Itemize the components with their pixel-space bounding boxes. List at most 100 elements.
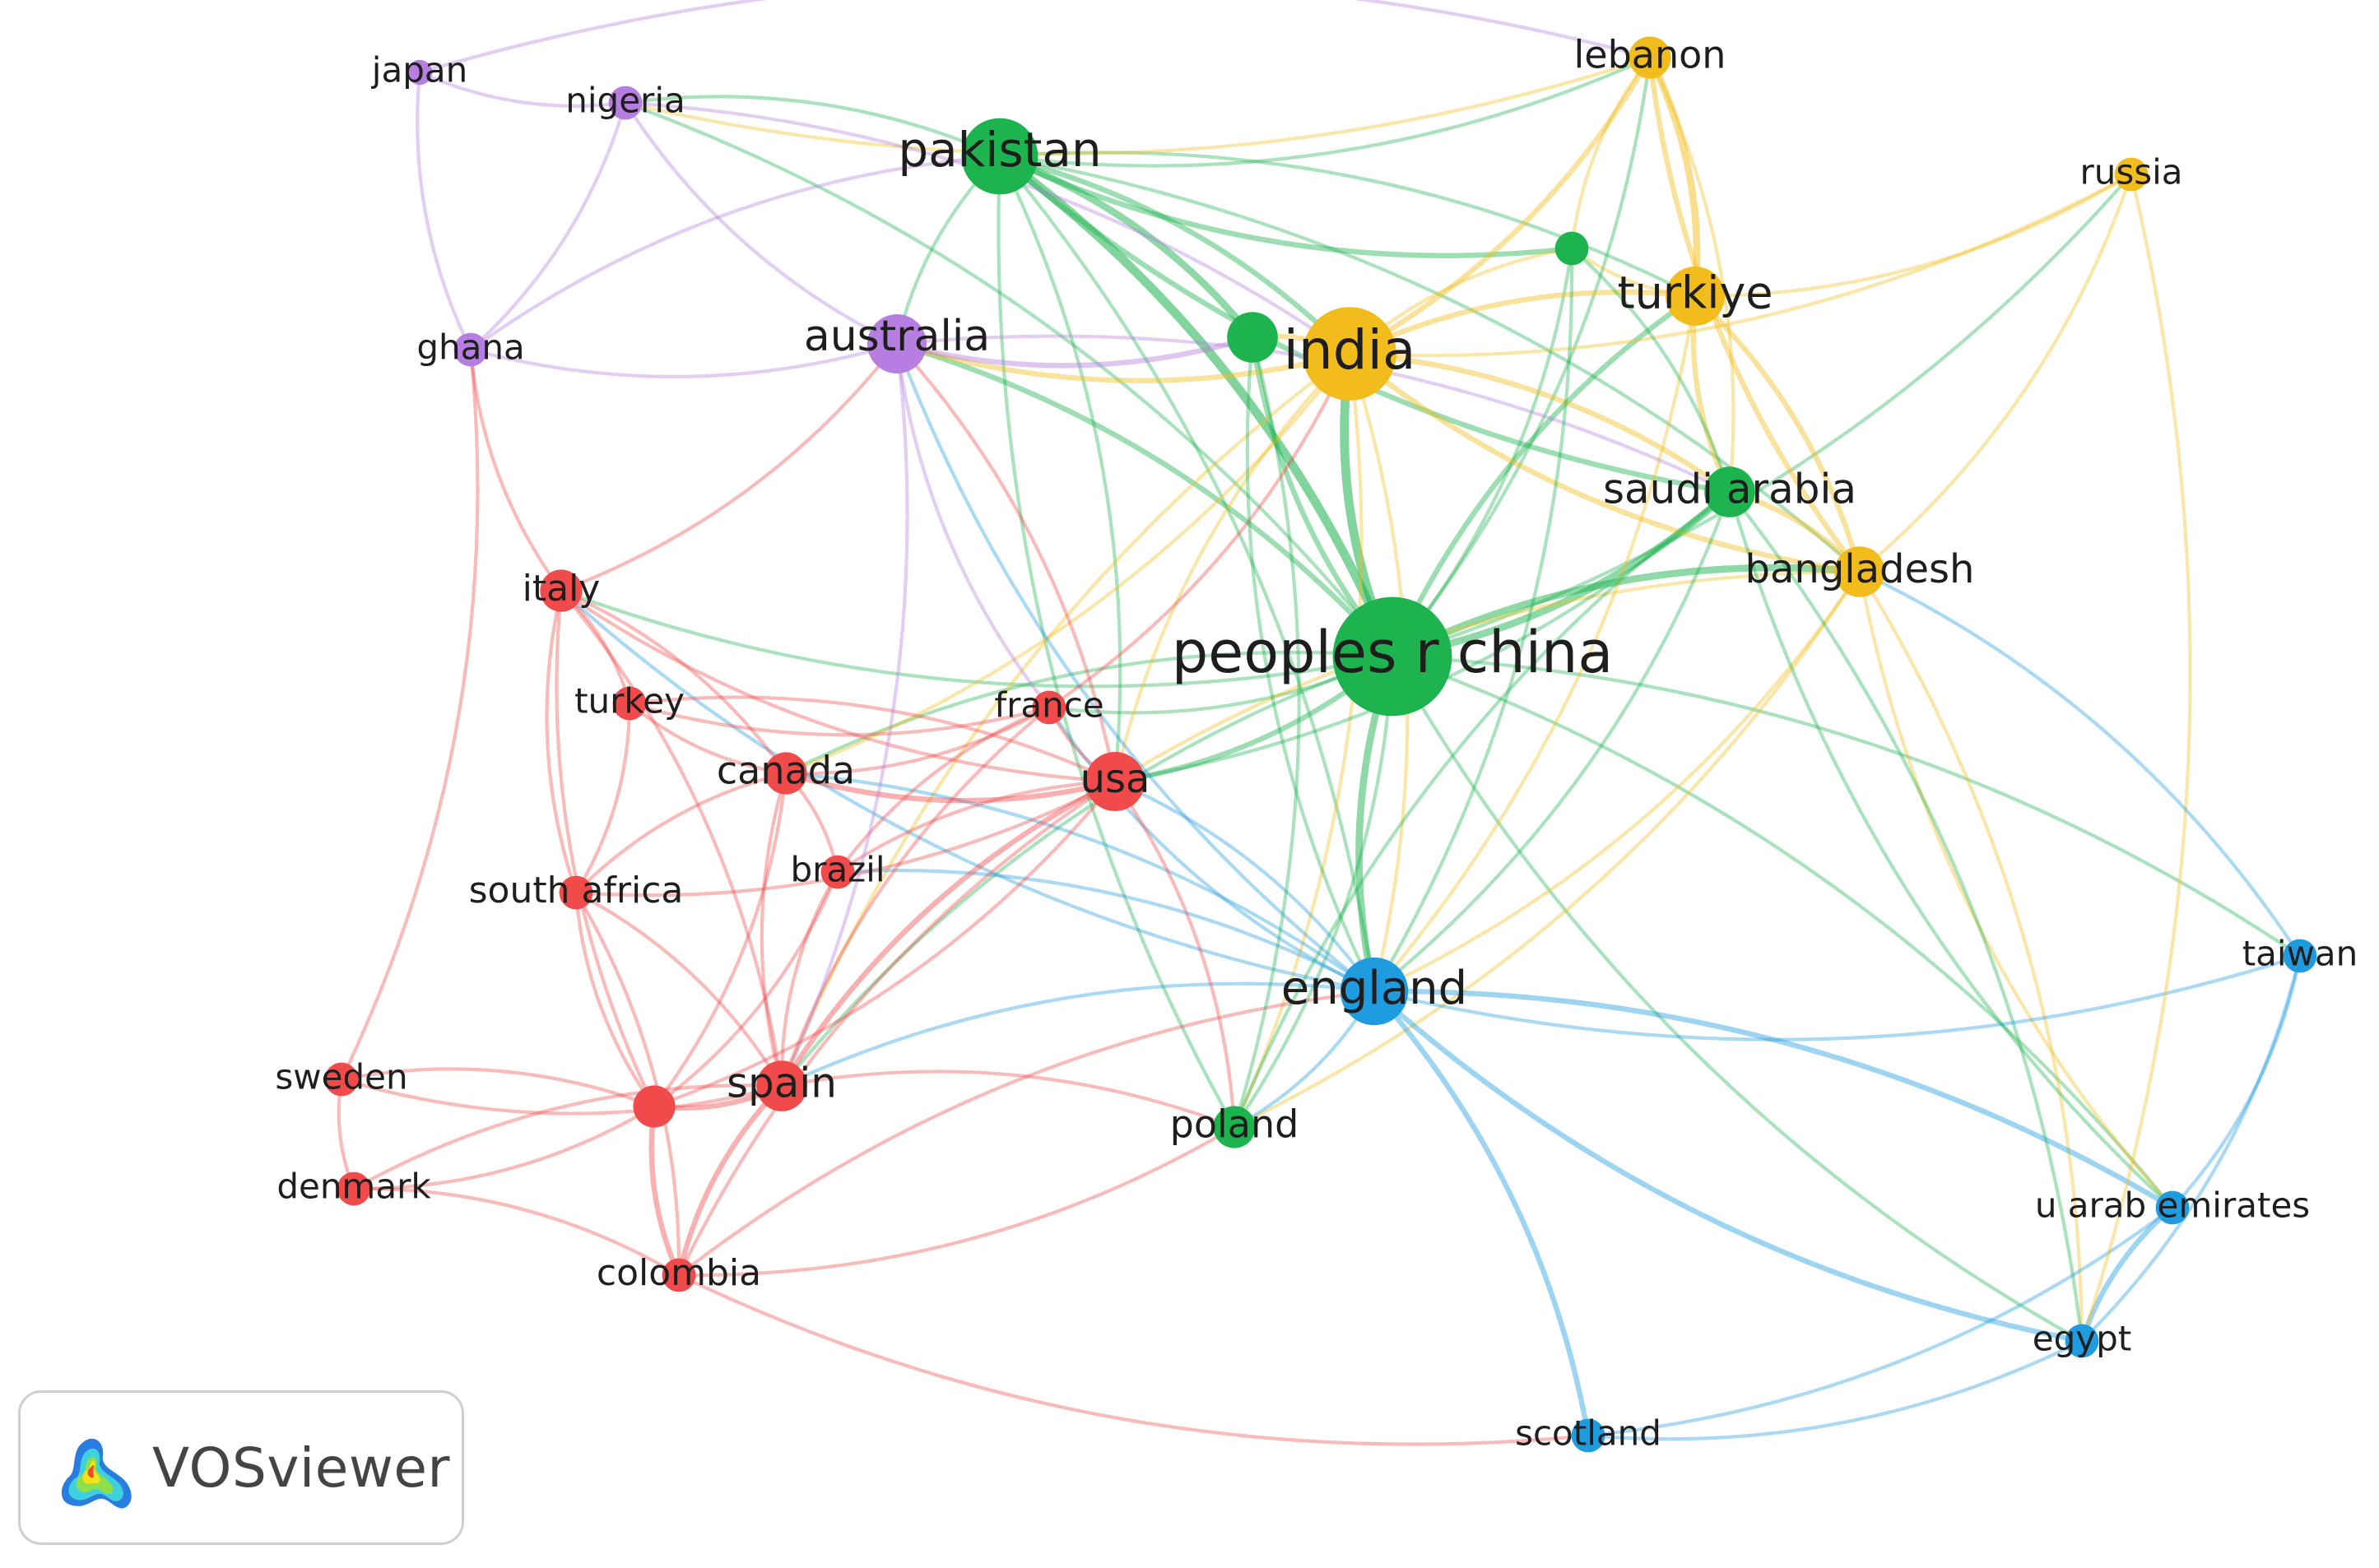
node-denmark[interactable]	[337, 1171, 371, 1206]
edge-pakistan-lebanon	[997, 55, 1652, 168]
node-brazil[interactable]	[820, 855, 855, 889]
node-canada[interactable]	[764, 752, 807, 795]
edge-saudi_arabia-green_small	[1569, 246, 1732, 494]
label-saudi_arabia: saudi arabia	[1603, 466, 1856, 513]
node-spain[interactable]	[756, 1060, 807, 1111]
node-bangladesh[interactable]	[1834, 546, 1885, 597]
edge-england-canada	[783, 771, 1377, 994]
node-russia[interactable]	[2114, 157, 2149, 192]
edge-usa-colombia	[676, 779, 1117, 1278]
edge-pakistan-green_small	[997, 153, 1575, 258]
label-england: england	[1281, 962, 1467, 1015]
edge-red_unlabeled-italy	[555, 588, 657, 1109]
label-scotland: scotland	[1515, 1413, 1661, 1454]
edge-turkiye-england	[1372, 294, 1698, 994]
label-japan: japan	[371, 50, 467, 90]
node-nigeria[interactable]	[608, 86, 643, 120]
node-taiwan[interactable]	[2283, 939, 2317, 973]
node-japan[interactable]	[407, 59, 433, 86]
edge-turkiye-russia	[1693, 172, 2134, 299]
edge-peoples_r_china-australia	[894, 341, 1396, 660]
edge-india-poland	[1232, 351, 1364, 1130]
edge-australia-spain	[779, 341, 909, 1088]
edge-poland-green_mid	[1232, 335, 1301, 1130]
edge-england-italy	[559, 588, 1377, 994]
label-india: india	[1284, 318, 1416, 382]
edge-pakistan-poland	[997, 154, 1237, 1130]
node-italy[interactable]	[540, 569, 583, 612]
edge-italy-ghana	[468, 347, 564, 593]
label-nigeria: nigeria	[565, 81, 685, 121]
node-sweden[interactable]	[324, 1062, 359, 1097]
edge-ghana-pakistan	[468, 154, 1002, 352]
vosviewer-logo-text: VOSviewer	[152, 1436, 451, 1500]
node-poland[interactable]	[1213, 1106, 1256, 1148]
node-red_unlabeled[interactable]	[633, 1085, 676, 1128]
edge-canada-italy	[559, 588, 788, 776]
node-scotland[interactable]	[1571, 1418, 1605, 1453]
label-colombia: colombia	[597, 1252, 761, 1294]
edge-india-australia	[894, 341, 1353, 383]
node-turkiye[interactable]	[1666, 267, 1725, 326]
edge-england-brazil	[835, 868, 1377, 994]
label-egypt: egypt	[2033, 1319, 2131, 1359]
edge-england-scotland	[1371, 988, 1591, 1439]
edge-layer	[337, 0, 2302, 1446]
edge-pakistan-turkiye	[997, 151, 1698, 299]
node-turkey[interactable]	[612, 686, 647, 721]
node-lebanon[interactable]	[1629, 36, 1671, 79]
edge-spain-france	[779, 705, 1052, 1088]
edge-u_arab_emirates-taiwan	[2170, 953, 2302, 1210]
node-australia[interactable]	[867, 314, 927, 373]
edge-peoples_r_china-poland	[1232, 654, 1395, 1130]
node-usa[interactable]	[1085, 752, 1145, 811]
edge-lebanon-bangladesh	[1647, 54, 1863, 575]
node-green_small[interactable]	[1554, 231, 1589, 266]
edge-england-u_arab_emirates	[1371, 988, 2176, 1211]
edge-red_unlabeled-denmark	[351, 1104, 657, 1191]
node-green_mid[interactable]	[1227, 312, 1278, 363]
node-south_africa[interactable]	[559, 875, 593, 910]
node-england[interactable]	[1340, 957, 1409, 1026]
edge-india-saudi_arabia	[1346, 350, 1733, 495]
edge-peoples_r_china-green_small	[1390, 246, 1574, 659]
edge-peoples_r_china-bangladesh	[1388, 564, 1864, 661]
label-turkiye: turkiye	[1617, 267, 1773, 319]
edge-india-usa	[1113, 351, 1352, 784]
node-pakistan[interactable]	[961, 118, 1038, 195]
edge-colombia-england	[676, 989, 1377, 1278]
edge-ghana-australia	[468, 341, 899, 378]
node-colombia[interactable]	[662, 1258, 696, 1292]
edge-pakistan-usa	[997, 154, 1122, 784]
edge-pakistan-india	[997, 153, 1353, 357]
edge-india-lebanon	[1346, 54, 1653, 357]
edge-japan-lebanon	[417, 0, 1652, 75]
edge-canada-spain	[760, 771, 788, 1088]
edge-ghana-japan	[416, 70, 473, 352]
edge-spain-south_africa	[574, 890, 784, 1088]
node-india[interactable]	[1303, 307, 1396, 401]
edge-france-india	[1047, 351, 1352, 710]
node-ghana[interactable]	[453, 332, 488, 367]
node-egypt[interactable]	[2065, 1324, 2099, 1358]
label-u_arab_emirates: u arab emirates	[2035, 1185, 2310, 1226]
edge-red_unlabeled-colombia	[648, 1103, 682, 1278]
edge-peoples_r_china-canada	[783, 650, 1395, 776]
edge-india-spain	[779, 351, 1352, 1088]
node-saudi_arabia[interactable]	[1704, 466, 1755, 517]
edge-saudi_arabia-u_arab_emirates	[1727, 489, 2175, 1210]
edge-india-russia	[1347, 172, 2134, 358]
edge-bangladesh-england	[1372, 569, 1862, 994]
edge-usa-brazil	[835, 779, 1117, 874]
edge-lebanon-saudi_arabia	[1647, 55, 1735, 494]
edge-australia-france	[894, 341, 1052, 710]
edge-u_arab_emirates-egypt	[2079, 1204, 2176, 1344]
edge-turkiye-bangladesh	[1692, 293, 1863, 575]
node-peoples_r_china[interactable]	[1332, 596, 1452, 717]
label-bangladesh: bangladesh	[1745, 546, 1975, 592]
edge-ghana-nigeria	[468, 100, 628, 352]
edge-peoples_r_china-pakistan	[995, 151, 1397, 661]
node-france[interactable]	[1032, 690, 1066, 725]
edge-russia-egypt	[2079, 172, 2192, 1343]
node-u_arab_emirates[interactable]	[2155, 1190, 2190, 1225]
